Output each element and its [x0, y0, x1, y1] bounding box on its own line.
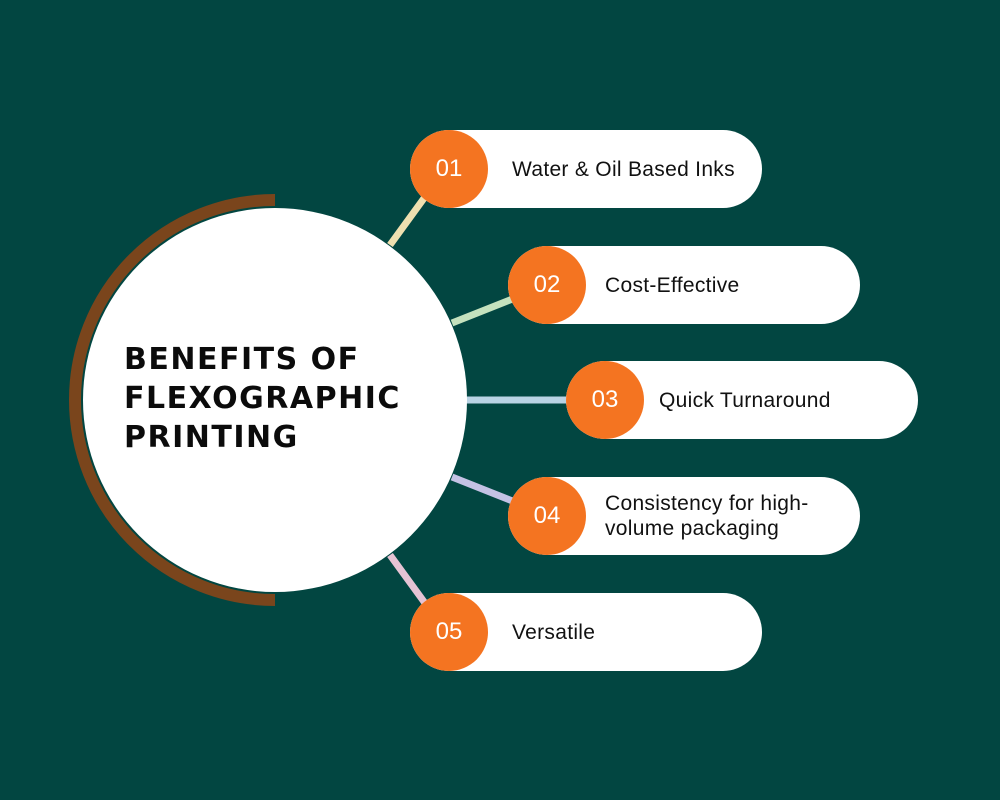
- benefit-card-5: 05 Versatile: [410, 593, 762, 671]
- number-badge: 03: [566, 361, 644, 439]
- badge-number: 01: [435, 155, 463, 182]
- benefit-label: Quick Turnaround: [659, 388, 831, 412]
- badge-number: 02: [533, 271, 561, 298]
- number-badge: 04: [508, 477, 586, 555]
- badge-number: 05: [435, 618, 463, 645]
- number-badge: 05: [410, 593, 488, 671]
- badge-number: 04: [533, 502, 561, 529]
- title-line-3: PRINTING: [124, 420, 299, 455]
- badge-number: 03: [591, 386, 619, 413]
- benefit-card-2: 02 Cost-Effective: [508, 246, 860, 324]
- title-line-2: FLEXOGRAPHIC: [124, 381, 401, 416]
- connector-line-4: [450, 473, 517, 506]
- benefit-label: Cost-Effective: [605, 273, 740, 297]
- benefit-card-4: 04 Consistency for high- volume packagin…: [508, 477, 860, 555]
- accent-arc: [69, 194, 276, 606]
- number-badge: 02: [508, 246, 586, 324]
- benefit-label: Water & Oil Based Inks: [512, 157, 735, 181]
- benefit-label: Versatile: [512, 620, 596, 644]
- benefit-label: Consistency for high- volume packaging: [605, 492, 809, 540]
- center-circle: [83, 208, 467, 592]
- connector-line-2: [450, 294, 517, 327]
- diagram-title: BENEFITS OF FLEXOGRAPHIC PRINTING: [124, 340, 424, 457]
- title-line-1: BENEFITS OF: [124, 342, 360, 377]
- benefit-card-3: 03 Quick Turnaround: [566, 361, 918, 439]
- benefit-card-1: 01 Water & Oil Based Inks: [410, 130, 762, 208]
- number-badge: 01: [410, 130, 488, 208]
